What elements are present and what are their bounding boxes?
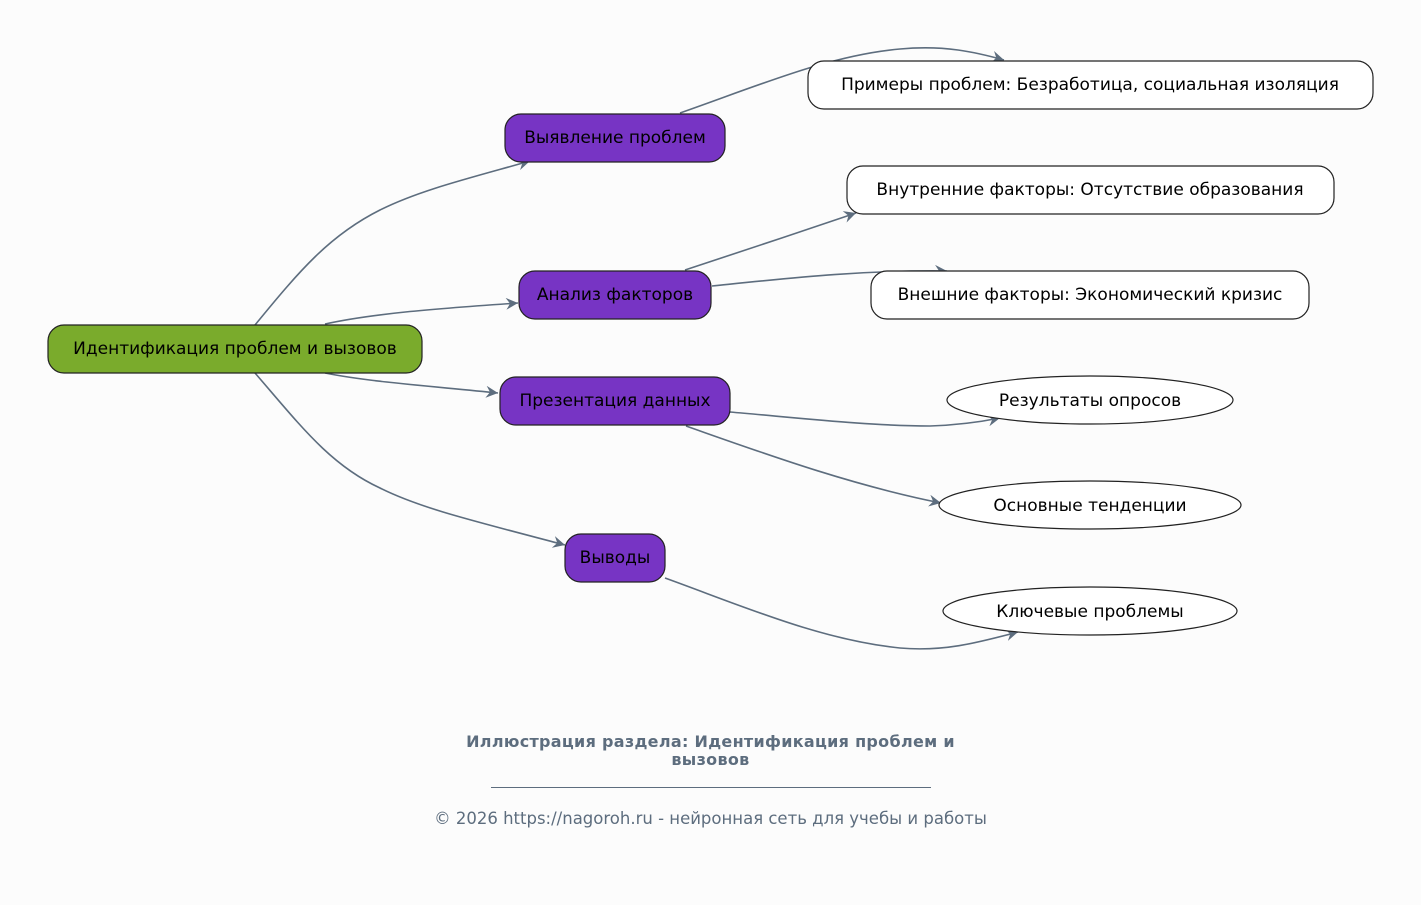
node-leaf-l2-label: Внутренние факторы: Отсутствие образован… <box>876 180 1303 200</box>
node-leaf-l4[interactable]: Результаты опросов <box>946 375 1234 425</box>
node-leaf-l1[interactable]: Примеры проблем: Безработица, социальная… <box>807 60 1374 110</box>
node-leaf-l6-label: Ключевые проблемы <box>996 602 1183 622</box>
node-root-label: Идентификация проблем и вызовов <box>73 339 397 359</box>
node-leaf-l3[interactable]: Внешние факторы: Экономический кризис <box>870 270 1310 320</box>
caption-title-text: Иллюстрация раздела: Идентификация пробл… <box>466 732 955 769</box>
edge-b3-l4 <box>729 411 1001 427</box>
caption-title: Иллюстрация раздела: Идентификация пробл… <box>0 733 1421 769</box>
edge-root-b2 <box>324 297 519 325</box>
edge-b2-l2 <box>684 211 857 271</box>
node-leaf-l4-label: Результаты опросов <box>999 391 1181 411</box>
caption-divider <box>0 776 1421 792</box>
node-leaf-l6[interactable]: Ключевые проблемы <box>942 586 1238 636</box>
edge-root-b4 <box>254 372 566 548</box>
node-leaf-l1-label: Примеры проблем: Безработица, социальная… <box>841 75 1339 95</box>
node-root[interactable]: Идентификация проблем и вызовов <box>47 324 423 374</box>
edge-root-b3 <box>324 372 499 398</box>
edge-root-b1 <box>254 158 531 326</box>
node-branch-b2[interactable]: Анализ факторов <box>518 270 712 320</box>
node-branch-b2-label: Анализ факторов <box>537 285 693 305</box>
node-leaf-l5[interactable]: Основные тенденции <box>938 480 1242 530</box>
node-leaf-l5-label: Основные тенденции <box>993 496 1186 516</box>
edge-b1-l1 <box>679 47 1005 114</box>
edge-b4-l6 <box>664 577 1019 650</box>
node-branch-b1[interactable]: Выявление проблем <box>504 113 726 163</box>
node-leaf-l3-label: Внешние факторы: Экономический кризис <box>898 285 1283 305</box>
edges <box>254 47 1019 650</box>
node-branch-b1-label: Выявление проблем <box>524 128 706 148</box>
node-branch-b4-label: Выводы <box>580 548 651 568</box>
node-leaf-l2[interactable]: Внутренние факторы: Отсутствие образован… <box>846 165 1335 215</box>
node-branch-b3-label: Презентация данных <box>519 391 710 411</box>
caption-footer: © 2026 https://nagoroh.ru - нейронная се… <box>434 809 987 828</box>
edge-b3-l5 <box>685 425 942 507</box>
caption-divider-line <box>490 787 931 788</box>
node-branch-b3[interactable]: Презентация данных <box>499 376 731 426</box>
node-branch-b4[interactable]: Выводы <box>564 533 666 583</box>
